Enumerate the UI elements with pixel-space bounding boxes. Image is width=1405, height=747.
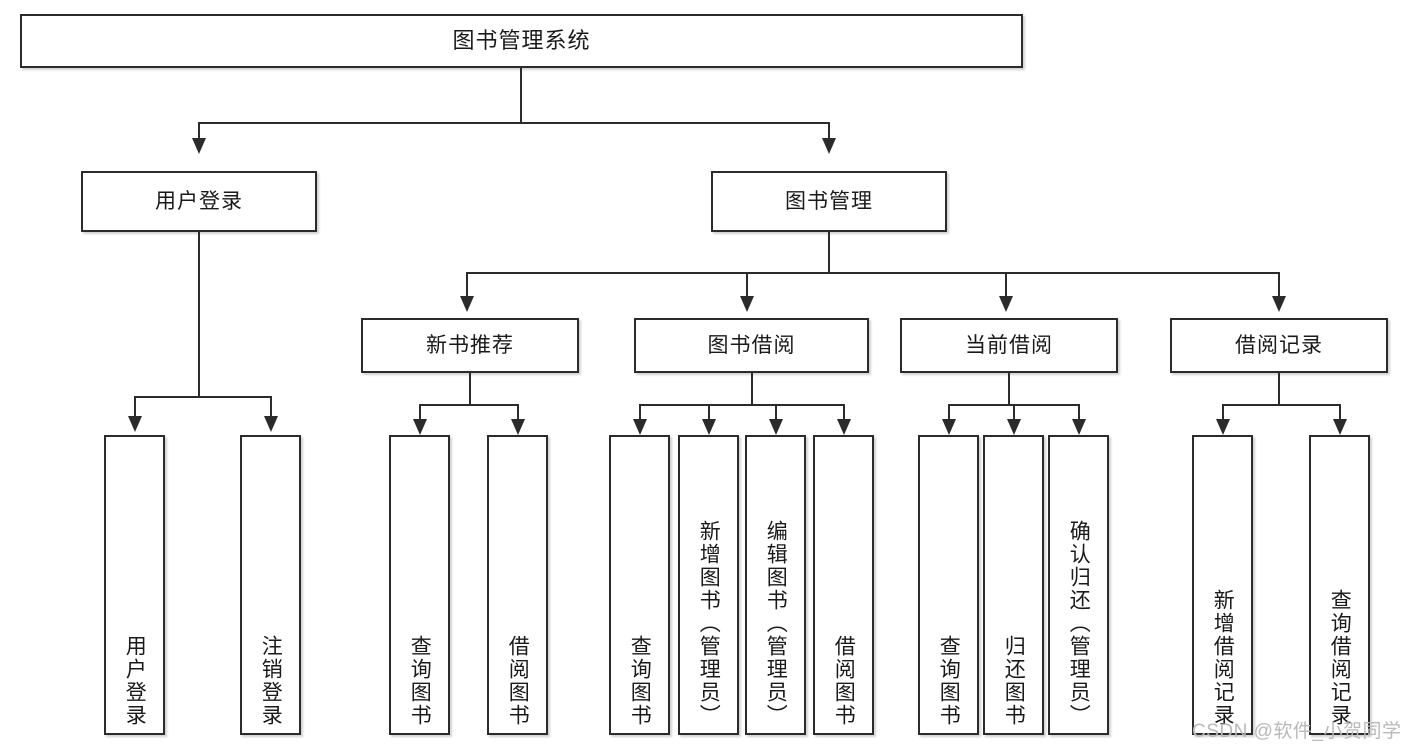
leaf-label: 用户登录 [123, 635, 147, 727]
connector-current-borrow-drop-3 [1078, 404, 1080, 419]
leaf-label: 确认归还（管理员） [1067, 520, 1091, 727]
leaf-book-borrow-borrow-books[interactable]: 借阅图书 [813, 435, 874, 735]
arrow-root-to-user-login [192, 138, 206, 154]
leaf-current-borrow-query-books[interactable]: 查询图书 [918, 435, 979, 735]
arrow-book-mgmt-to-new-book [460, 296, 474, 312]
arrow-new-book-leaf-1 [413, 419, 427, 435]
connector-book-borrow-drop-4 [843, 404, 845, 419]
arrow-new-book-leaf-2 [511, 419, 525, 435]
leaf-label: 归还图书 [1002, 635, 1026, 727]
arrow-book-borrow-leaf-2 [702, 419, 716, 435]
connector-root-to-book-mgmt [828, 122, 830, 140]
arrow-borrow-record-leaf-1 [1216, 419, 1230, 435]
arrow-book-borrow-leaf-1 [633, 419, 647, 435]
connector-book-mgmt-drop-2 [746, 272, 748, 296]
arrow-borrow-record-leaf-2 [1333, 419, 1347, 435]
connector-book-mgmt-drop-1 [466, 272, 468, 296]
node-borrow-record[interactable]: 借阅记录 [1170, 318, 1388, 373]
arrow-user-login-leaf-1 [128, 416, 142, 432]
watermark-text: CSDN @软件_小贺同学 [1192, 721, 1402, 742]
arrow-book-mgmt-to-book-borrow [740, 296, 754, 312]
leaf-label: 注销登录 [259, 635, 283, 727]
node-current-borrow[interactable]: 当前借阅 [900, 318, 1118, 373]
leaf-borrow-record-query-record[interactable]: 查询借阅记录 [1309, 435, 1370, 735]
node-label: 借阅记录 [1235, 333, 1323, 357]
leaf-current-borrow-return-books[interactable]: 归还图书 [983, 435, 1044, 735]
connector-book-mgmt-drop-3 [1005, 272, 1007, 296]
leaf-label: 查询借阅记录 [1328, 589, 1352, 727]
connector-new-book-drop-2 [517, 404, 519, 419]
leaf-label: 新增图书（管理员） [697, 520, 721, 727]
arrow-book-borrow-leaf-3 [769, 419, 783, 435]
connector-current-borrow-stem [1008, 373, 1010, 404]
connector-book-mgmt-bus [466, 272, 1280, 274]
arrow-current-borrow-leaf-1 [942, 419, 956, 435]
connector-root-bus [198, 122, 830, 124]
node-label: 图书管理系统 [452, 27, 591, 53]
leaf-new-book-borrow-books[interactable]: 借阅图书 [487, 435, 548, 735]
connector-book-mgmt-drop-4 [1278, 272, 1280, 296]
node-label: 新书推荐 [426, 333, 514, 357]
node-label: 图书借阅 [707, 333, 796, 357]
leaf-book-borrow-edit-book-admin[interactable]: 编辑图书（管理员） [745, 435, 806, 735]
connector-borrow-record-drop-2 [1339, 404, 1341, 419]
leaf-label: 借阅图书 [506, 635, 530, 727]
connector-root-stem [520, 68, 522, 122]
node-book-management[interactable]: 图书管理 [711, 171, 947, 232]
connector-borrow-record-stem [1278, 373, 1280, 404]
connector-new-book-bus [419, 404, 519, 406]
arrow-current-borrow-leaf-3 [1072, 419, 1086, 435]
connector-borrow-record-bus [1222, 404, 1341, 406]
arrow-book-mgmt-to-current-borrow [999, 296, 1013, 312]
leaf-user-login-login[interactable]: 用户登录 [104, 435, 165, 735]
leaf-current-borrow-confirm-return-admin[interactable]: 确认归还（管理员） [1048, 435, 1109, 735]
connector-book-borrow-drop-1 [639, 404, 641, 419]
connector-user-login-drop-1 [134, 396, 136, 416]
connector-book-borrow-drop-2 [708, 404, 710, 419]
node-label: 当前借阅 [965, 333, 1053, 357]
connector-user-login-drop-2 [270, 396, 272, 416]
leaf-label: 查询图书 [628, 635, 652, 727]
node-label: 图书管理 [785, 189, 873, 213]
leaf-new-book-query-books[interactable]: 查询图书 [389, 435, 450, 735]
node-book-borrow[interactable]: 图书借阅 [634, 318, 869, 373]
leaf-label: 查询图书 [408, 635, 432, 727]
connector-current-borrow-drop-1 [948, 404, 950, 419]
leaf-book-borrow-add-book-admin[interactable]: 新增图书（管理员） [678, 435, 739, 735]
leaf-user-login-logout[interactable]: 注销登录 [240, 435, 301, 735]
node-label: 用户登录 [155, 189, 243, 213]
arrow-book-borrow-leaf-4 [837, 419, 851, 435]
leaf-label: 编辑图书（管理员） [764, 520, 788, 727]
connector-user-login-stem [198, 232, 200, 396]
leaf-borrow-record-add-record[interactable]: 新增借阅记录 [1192, 435, 1253, 735]
connector-book-mgmt-stem [828, 232, 830, 272]
connector-book-borrow-stem [751, 373, 753, 404]
node-user-login[interactable]: 用户登录 [81, 171, 317, 232]
connector-book-borrow-bus [639, 404, 845, 406]
arrow-book-mgmt-to-borrow-record [1272, 296, 1286, 312]
leaf-label: 查询图书 [937, 635, 961, 727]
leaf-label: 新增借阅记录 [1211, 589, 1235, 727]
connector-new-book-stem [469, 373, 471, 404]
connector-book-borrow-drop-3 [775, 404, 777, 419]
connector-user-login-bus [134, 396, 270, 398]
connector-borrow-record-drop-1 [1222, 404, 1224, 419]
node-new-book-recommend[interactable]: 新书推荐 [361, 318, 579, 373]
connector-new-book-drop-1 [419, 404, 421, 419]
connector-root-to-user-login [198, 122, 200, 140]
arrow-root-to-book-mgmt [822, 138, 836, 154]
leaf-book-borrow-query-books[interactable]: 查询图书 [609, 435, 670, 735]
leaf-label: 借阅图书 [832, 635, 856, 727]
arrow-current-borrow-leaf-2 [1007, 419, 1021, 435]
arrow-user-login-leaf-2 [264, 416, 278, 432]
node-root-library-system[interactable]: 图书管理系统 [20, 14, 1023, 68]
connector-current-borrow-drop-2 [1013, 404, 1015, 419]
